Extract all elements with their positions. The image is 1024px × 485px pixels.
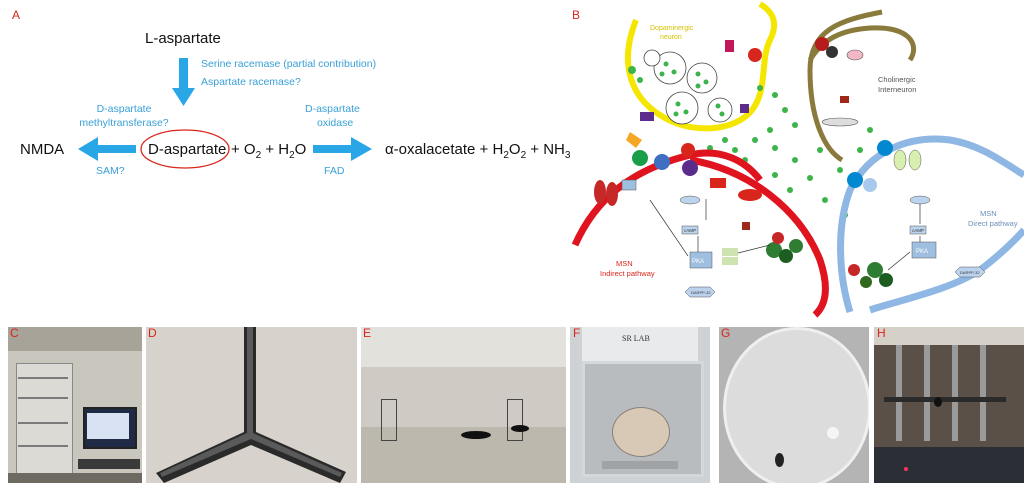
photo-hplc	[8, 327, 142, 483]
photo-three-chamber	[361, 327, 566, 483]
l-aspartate-label: L-aspartate	[145, 30, 221, 47]
o2-term: + O2 + H2O	[231, 141, 306, 161]
serine-racemase-label: Serine racemase (partial contribution)	[201, 58, 377, 70]
pathway-arrows	[78, 58, 372, 169]
o2-text: + O	[231, 141, 256, 158]
sam-label: SAM?	[96, 165, 125, 177]
o2-subscript: 2	[255, 150, 262, 161]
d-aspartate-ellipse	[140, 129, 230, 169]
h2o-text: + H	[265, 141, 290, 158]
panel-label-a: A	[12, 8, 21, 22]
msn-direct-label-2: Direct pathway	[968, 219, 1018, 228]
products-text-b: O	[508, 141, 521, 158]
msn-indirect-label-2: Indirect pathway	[600, 269, 655, 278]
nmda-label: NMDA	[20, 141, 65, 158]
panel-label-d: D	[148, 326, 157, 340]
panel-label-e: E	[363, 326, 372, 340]
pka-label-direct: PKA	[916, 249, 928, 255]
methyltransferase-label-2: methyltransferase?	[79, 117, 169, 129]
h2o-o: O	[294, 141, 307, 158]
photo-water-maze	[719, 327, 869, 483]
h2o-subscript: 2	[289, 150, 295, 161]
panel-label-c: C	[10, 326, 19, 340]
darpp-label-direct: DARPP-32	[960, 270, 980, 275]
fad-label: FAD	[324, 165, 345, 177]
methyltransferase-label-1: D-aspartate	[96, 103, 152, 115]
products-sub-2: 2	[520, 150, 527, 161]
dopamine-vesicles	[643, 49, 733, 125]
camp-label-direct: cAMP	[912, 228, 924, 233]
msn-indirect-membrane	[571, 149, 829, 318]
photo-sr-lab	[570, 327, 710, 483]
methyltransferase-arrow	[78, 137, 136, 161]
msn-direct-receptors	[847, 140, 986, 288]
oxidase-arrow	[313, 137, 372, 161]
dat-transporter	[640, 40, 762, 121]
products-text-c: + NH	[526, 141, 565, 158]
panel-label-b: B	[572, 8, 581, 22]
racemase-arrow	[172, 58, 195, 106]
aspartate-racemase-label: Aspartate racemase?	[201, 76, 301, 88]
d-aspartate-label: D-aspartate	[148, 141, 227, 158]
panel-label-h: H	[877, 326, 886, 340]
dopaminergic-label-2: neuron	[660, 34, 682, 41]
cholinergic-receptors	[815, 37, 864, 127]
products-term: α-oxalacetate + H2O2 + NH3	[385, 141, 570, 161]
oxidase-label-1: D-aspartate	[305, 103, 360, 115]
msn-direct-label-1: MSN	[980, 209, 997, 218]
panel-label-f: F	[573, 326, 581, 340]
sr-lab-label: SR LAB	[622, 334, 650, 343]
panel-label-g: G	[721, 326, 731, 340]
oxidase-label-2: oxidase	[317, 117, 354, 129]
pka-label-indirect: PKA	[692, 259, 704, 265]
dopaminergic-membrane	[625, 1, 778, 132]
photo-rotarod	[874, 327, 1024, 483]
darpp-label-indirect: DARPP-32	[691, 290, 711, 295]
cholinergic-label-2: Interneuron	[878, 85, 916, 94]
msn-indirect-label-1: MSN	[616, 259, 633, 268]
products-sub-3: 3	[564, 150, 571, 161]
dopaminergic-label-1: Dopaminergic	[650, 25, 694, 32]
neuron-diagram: Dopaminergic neuron Cholinergic Interneu…	[571, 1, 1024, 318]
photo-y-maze	[146, 327, 357, 483]
dopamine-molecules	[628, 61, 725, 117]
msn-indirect-receptors	[594, 132, 803, 298]
camp-label-indirect: cAMP	[684, 228, 696, 233]
y-maze-arms	[156, 327, 346, 483]
cholinergic-label-1: Cholinergic	[878, 75, 916, 84]
products-sub-1: 2	[503, 150, 509, 161]
products-text-a: α-oxalacetate + H	[385, 141, 504, 158]
